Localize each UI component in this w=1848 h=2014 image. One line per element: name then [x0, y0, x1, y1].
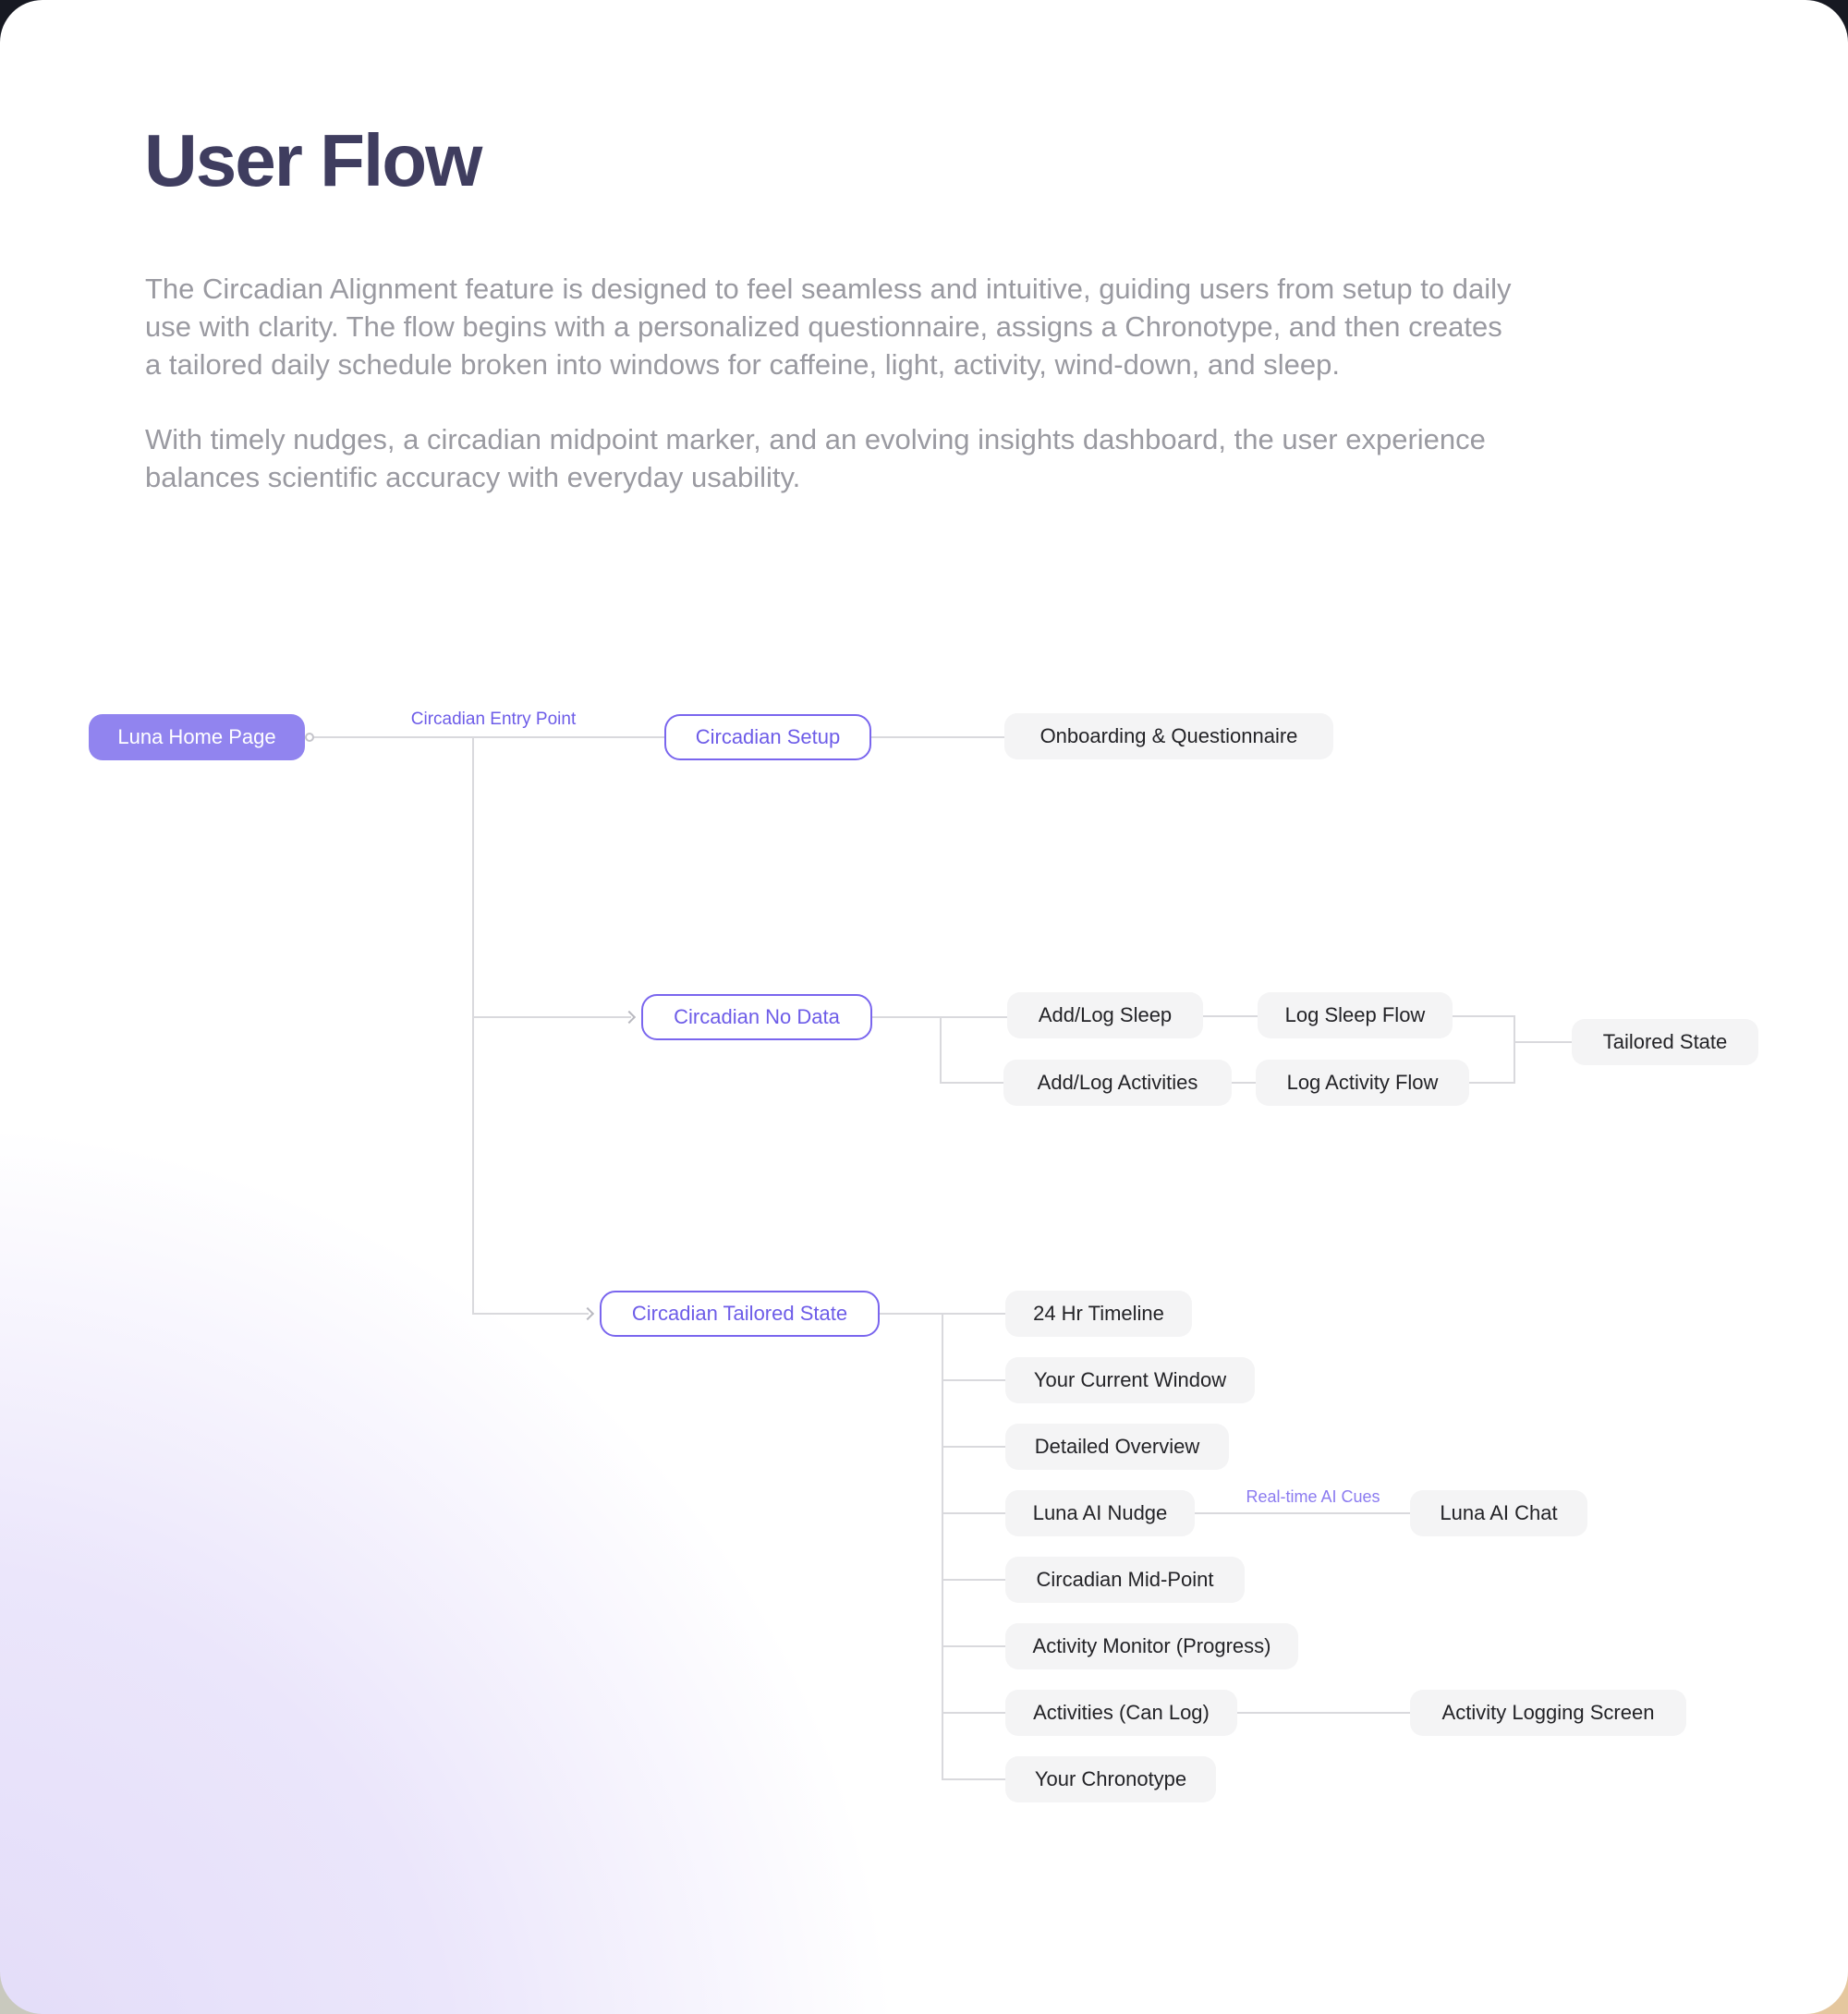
connector-dot — [305, 733, 314, 742]
flow-node-add-log-sleep[interactable]: Add/Log Sleep — [1007, 992, 1203, 1038]
edge-label-ai-cues: Real-time AI Cues — [1246, 1487, 1380, 1506]
connector-stub-3 — [942, 1446, 1005, 1448]
flow-node-label: Circadian Mid-Point — [1036, 1568, 1214, 1591]
flow-node-label: Your Chronotype — [1034, 1767, 1187, 1790]
flow-node-tailored-state[interactable]: Tailored State — [1572, 1019, 1758, 1065]
connector-line-nudge-chat — [1195, 1512, 1410, 1514]
flow-node-label: Luna AI Chat — [1440, 1501, 1558, 1524]
connector-line-activities-logging — [1237, 1712, 1410, 1714]
flow-node-your-chronotype[interactable]: Your Chronotype — [1005, 1756, 1216, 1802]
flow-node-label: Luna AI Nudge — [1032, 1501, 1168, 1524]
connector-stub-7 — [942, 1712, 1005, 1714]
flow-node-label: Log Sleep Flow — [1284, 1003, 1426, 1026]
flow-node-label: Circadian Setup — [695, 725, 841, 748]
flow-node-luna-ai-nudge[interactable]: Luna AI Nudge — [1005, 1490, 1195, 1536]
intro-paragraph-1: The Circadian Alignment feature is desig… — [145, 273, 1512, 381]
connector-line-activity-merge — [1469, 1082, 1515, 1084]
flow-node-label: Onboarding & Questionnaire — [1040, 724, 1298, 747]
connector-line-tailored-out — [880, 1313, 942, 1315]
flow-node-circadian-tailored-state[interactable]: Circadian Tailored State — [600, 1291, 880, 1337]
flow-node-circadian-setup[interactable]: Circadian Setup — [664, 714, 871, 760]
connector-bracket-merge — [1514, 1015, 1515, 1084]
flow-node-label: Activity Monitor (Progress) — [1032, 1634, 1271, 1657]
flow-node-label: Log Activity Flow — [1286, 1071, 1439, 1094]
connector-stub-4 — [942, 1512, 1005, 1514]
flow-node-label: Circadian No Data — [674, 1005, 840, 1028]
flow-node-circadian-no-data[interactable]: Circadian No Data — [641, 994, 872, 1040]
flow-node-activity-logging-screen[interactable]: Activity Logging Screen — [1410, 1690, 1686, 1736]
flow-node-label: Tailored State — [1602, 1030, 1728, 1053]
edge-label-entry: Circadian Entry Point — [410, 710, 577, 729]
flow-node-activities-can-log[interactable]: Activities (Can Log) — [1005, 1690, 1237, 1736]
flow-node-24hr-timeline[interactable]: 24 Hr Timeline — [1005, 1291, 1192, 1337]
connector-trunk-main — [472, 737, 474, 1314]
arrowhead-no-data — [622, 1010, 637, 1025]
connector-line-sleep-flow — [1203, 1015, 1258, 1017]
flow-node-label: Circadian Tailored State — [631, 1302, 848, 1325]
connector-line-sleep-merge — [1453, 1015, 1515, 1017]
connector-line-to-tailored — [472, 1313, 589, 1315]
flow-node-log-activity-flow[interactable]: Log Activity Flow — [1256, 1060, 1469, 1106]
connector-line-entry — [308, 736, 664, 738]
flow-node-activity-monitor[interactable]: Activity Monitor (Progress) — [1005, 1623, 1298, 1669]
connector-stub-8 — [942, 1778, 1005, 1780]
connector-stub-2 — [942, 1379, 1005, 1381]
flow-node-detailed-overview[interactable]: Detailed Overview — [1005, 1424, 1229, 1470]
page-title: User Flow — [144, 119, 482, 201]
flow-node-label: 24 Hr Timeline — [1033, 1302, 1164, 1325]
flow-node-label: Add/Log Activities — [1037, 1071, 1198, 1094]
connector-line-to-tailored-state — [1514, 1041, 1572, 1043]
flow-node-add-log-activities[interactable]: Add/Log Activities — [1003, 1060, 1232, 1106]
intro-paragraph-2: With timely nudges, a circadian midpoint… — [145, 423, 1486, 493]
connector-line-to-activities — [940, 1082, 1003, 1084]
flow-node-label: Your Current Window — [1033, 1368, 1227, 1391]
flow-node-label: Activity Logging Screen — [1441, 1701, 1655, 1724]
connector-line-activity-flow — [1232, 1082, 1256, 1084]
flow-node-your-current-window[interactable]: Your Current Window — [1005, 1357, 1255, 1403]
flow-node-label: Activities (Can Log) — [1033, 1701, 1210, 1724]
flow-node-luna-home-page[interactable]: Luna Home Page — [89, 714, 305, 760]
flow-node-label: Detailed Overview — [1034, 1435, 1200, 1458]
flow-node-onboarding-questionnaire[interactable]: Onboarding & Questionnaire — [1004, 713, 1333, 759]
connector-bracket-no-data — [940, 1016, 942, 1083]
connector-stub-5 — [942, 1579, 1005, 1581]
flow-node-label: Luna Home Page — [117, 725, 276, 748]
connector-stub-6 — [942, 1645, 1005, 1647]
connector-line-to-no-data — [472, 1016, 631, 1018]
flow-node-label: Add/Log Sleep — [1038, 1003, 1173, 1026]
connector-stub-1 — [942, 1313, 1005, 1315]
arrowhead-tailored — [580, 1306, 595, 1321]
flow-node-log-sleep-flow[interactable]: Log Sleep Flow — [1258, 992, 1453, 1038]
connector-trunk-tailored — [942, 1313, 943, 1780]
connector-line-setup-onboarding — [871, 736, 1004, 738]
flow-node-circadian-mid-point[interactable]: Circadian Mid-Point — [1005, 1557, 1245, 1603]
flow-node-luna-ai-chat[interactable]: Luna AI Chat — [1410, 1490, 1587, 1536]
